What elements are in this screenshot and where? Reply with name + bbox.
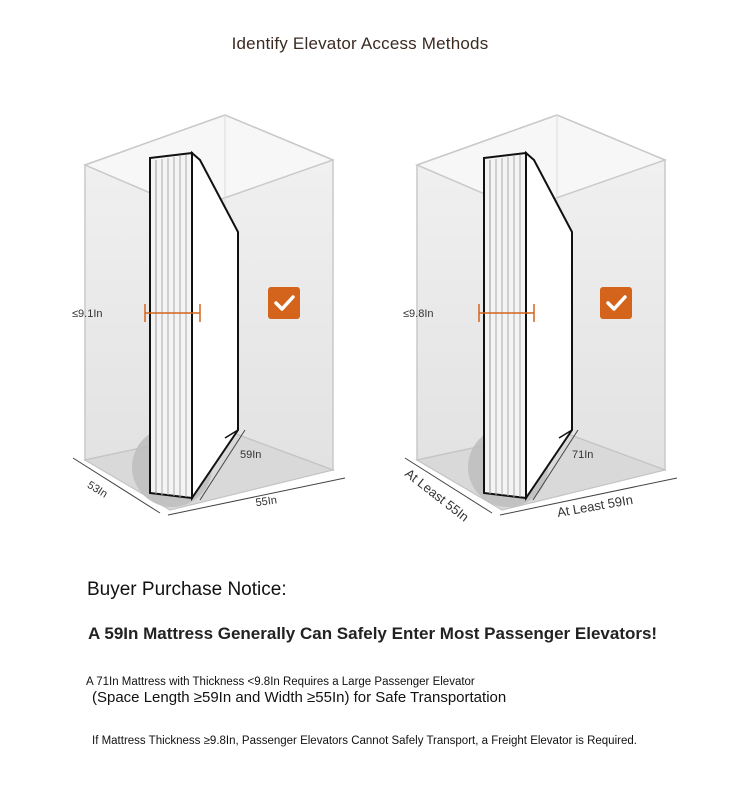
checkmark-icon [606, 295, 627, 311]
right-elevator: ≤9.8In 71In At Least 55In At Least 59In [402, 114, 678, 525]
left-mattress [149, 150, 239, 502]
right-thickness-label: ≤9.8In [403, 308, 434, 320]
right-mattress [483, 150, 573, 502]
notice-line-2: (Space Length ≥59In and Width ≥55In) for… [92, 689, 507, 706]
notice-line-1: A 71In Mattress with Thickness <9.8In Re… [86, 676, 475, 688]
notice-heading: Buyer Purchase Notice: [87, 579, 287, 600]
page-title: Identify Elevator Access Methods [231, 34, 489, 53]
right-mattress-width-label: 71In [572, 449, 593, 461]
right-width-label: At Least 59In [556, 492, 634, 520]
notice-line-3: If Mattress Thickness ≥9.8In, Passenger … [92, 735, 637, 747]
left-width-label: 55In [255, 494, 278, 509]
elevator-illustrations: ≤9.1In 59In 53In 55In [72, 114, 678, 525]
right-check-badge [600, 287, 632, 319]
left-depth-label: 53In [85, 479, 110, 501]
left-elevator: ≤9.1In 59In 53In 55In [72, 114, 346, 516]
notice-main-statement: A 59In Mattress Generally Can Safely Ent… [88, 624, 658, 643]
left-mattress-width-label: 59In [240, 449, 261, 461]
checkmark-icon [274, 295, 295, 311]
left-thickness-label: ≤9.1In [72, 308, 103, 320]
left-check-badge [268, 287, 300, 319]
